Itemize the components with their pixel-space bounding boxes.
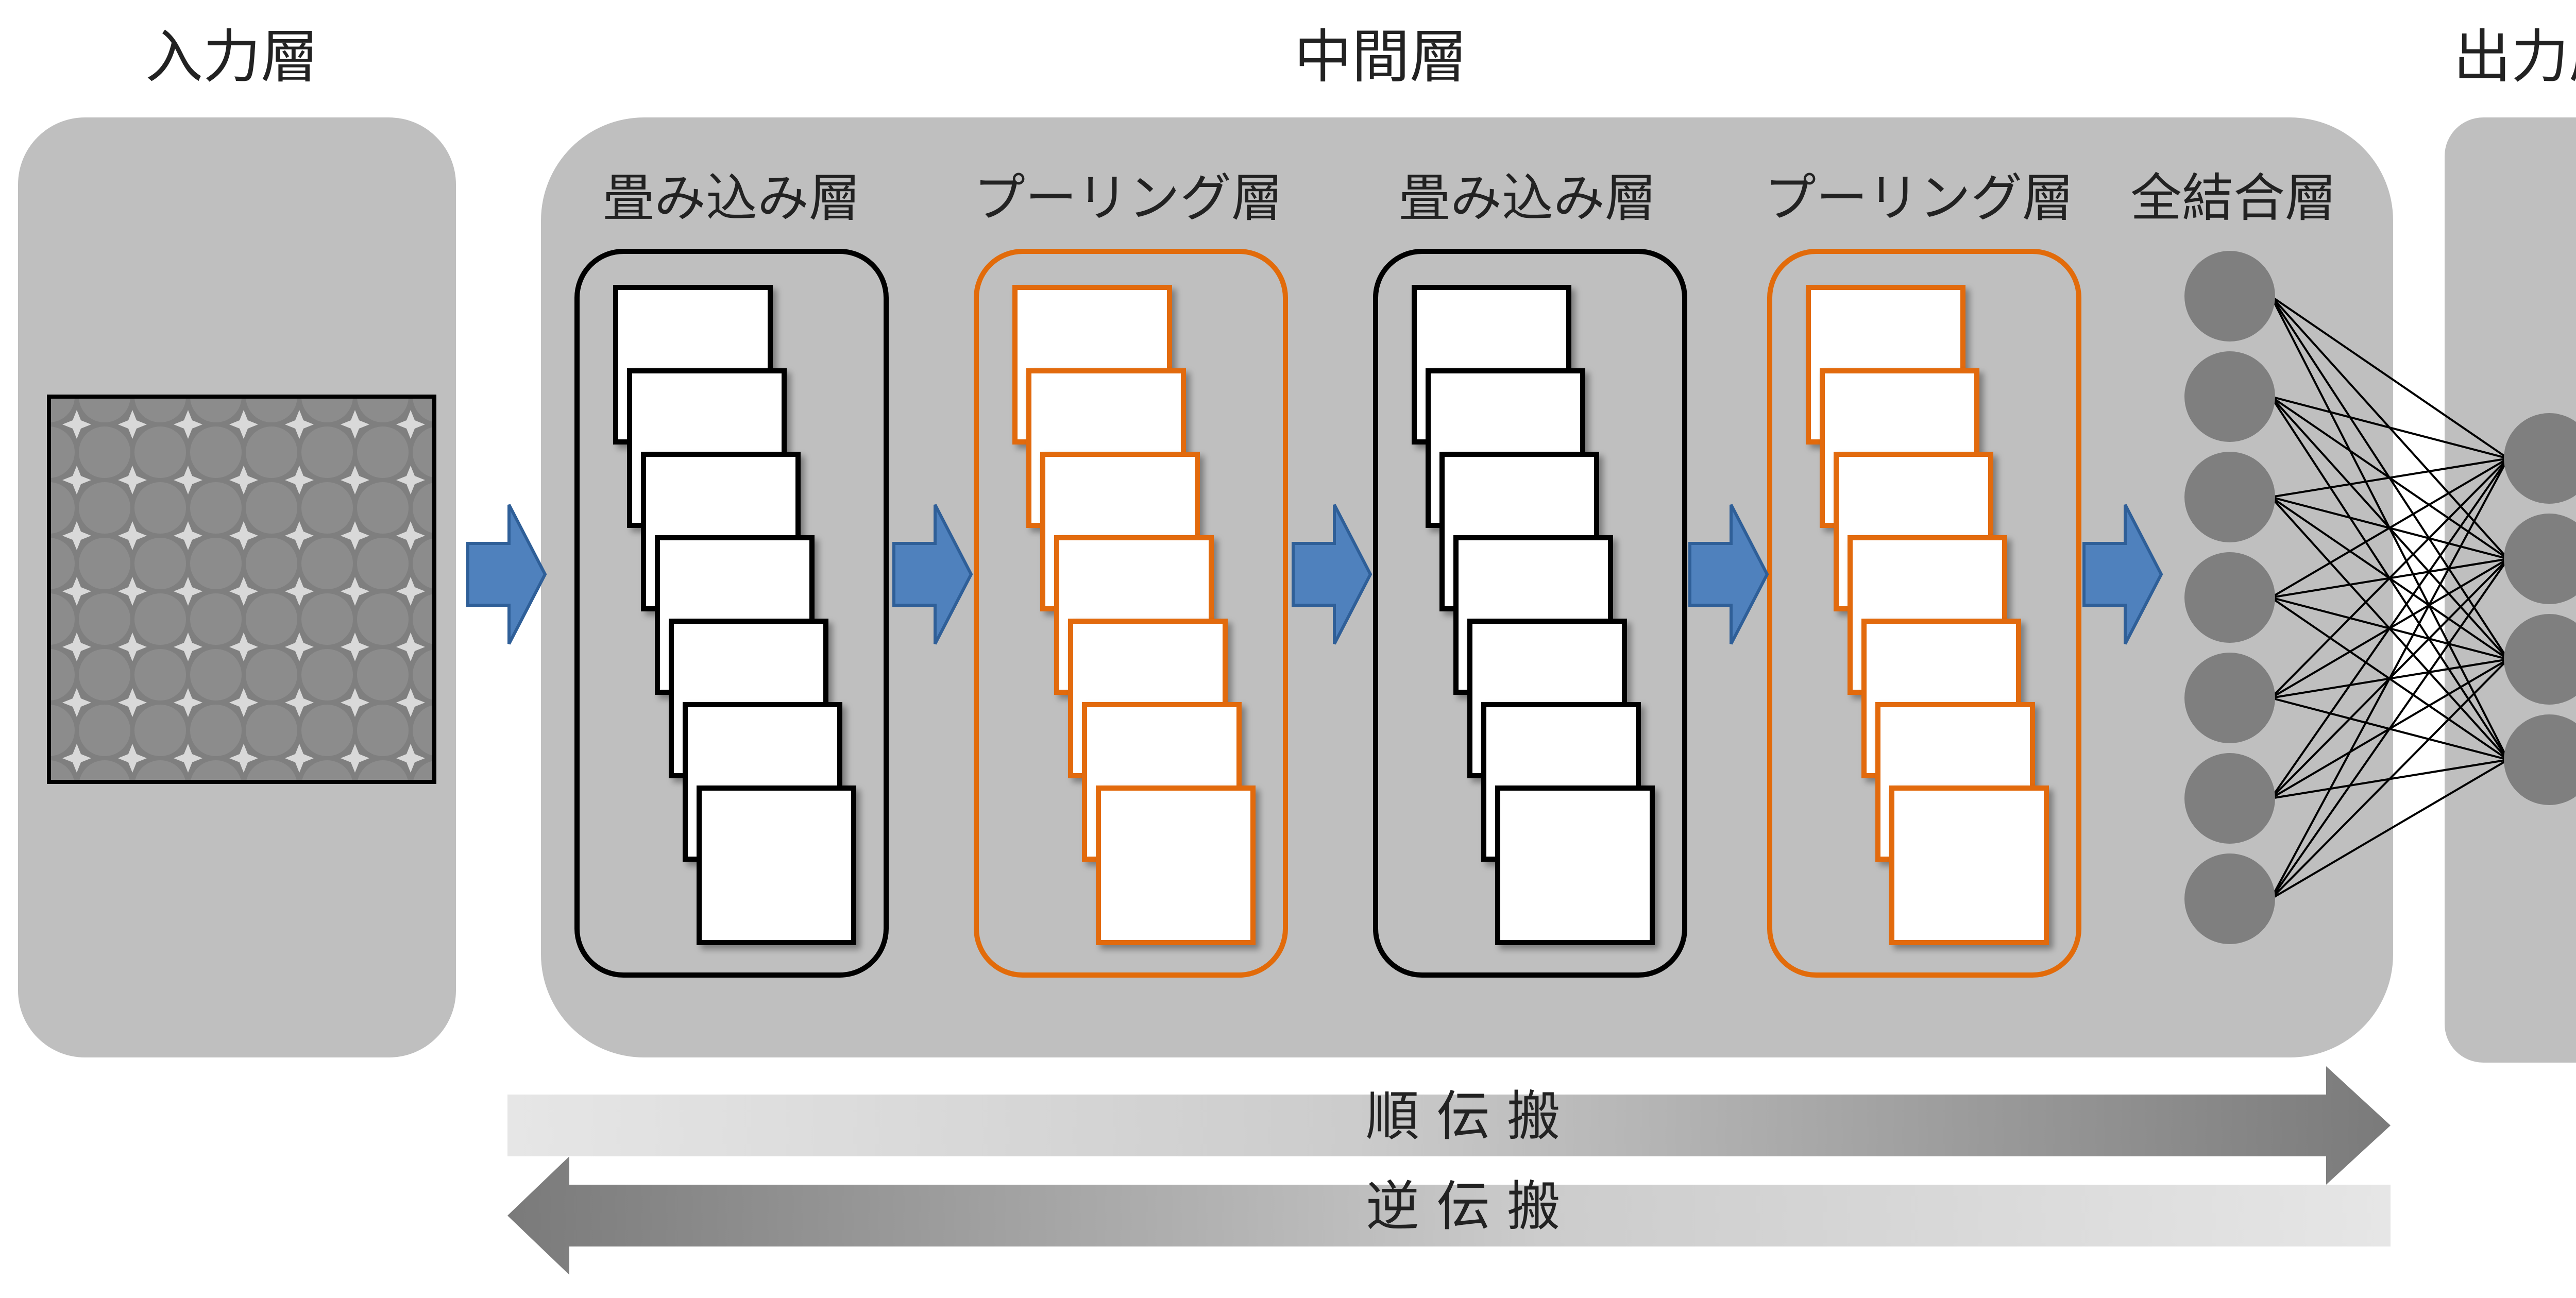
output-layer-title: 出力層 — [2453, 24, 2576, 91]
stack-conv-1 — [574, 249, 889, 978]
feature-map — [697, 785, 856, 945]
fc-node — [2184, 452, 2275, 542]
connection-line — [2270, 457, 2509, 799]
connection-line — [2270, 658, 2509, 900]
layer-label-pool-2: プーリング層 — [1765, 168, 2074, 228]
fc-node — [2184, 653, 2275, 743]
flow-arrow-5 — [2082, 504, 2163, 645]
connection-line — [2270, 457, 2509, 498]
connection-line — [2270, 396, 2509, 459]
fc-node — [2184, 753, 2275, 844]
fc-connections — [2270, 295, 2509, 900]
stack-frame — [574, 249, 889, 978]
layer-label-fc: 全結合層 — [2130, 168, 2336, 228]
connection-line — [2270, 458, 2509, 899]
flow-arrows — [466, 504, 2163, 645]
connection-line — [2270, 558, 2509, 900]
stack-frame — [974, 249, 1288, 978]
input-layer-title: 入力層 — [145, 24, 318, 91]
fc-node — [2184, 251, 2275, 341]
forward-arrow — [507, 1066, 2391, 1185]
feature-map — [1889, 785, 2049, 945]
flow-arrow-1 — [466, 504, 547, 645]
stack-pool-2 — [974, 249, 1288, 978]
connection-line — [2270, 457, 2509, 699]
flow-arrow-3 — [1292, 504, 1372, 645]
stack-frame — [1373, 249, 1687, 978]
backward-propagation-label: 逆 伝 搬 — [1365, 1175, 1561, 1238]
output-node — [2504, 413, 2576, 504]
connection-line — [2270, 457, 2509, 599]
flow-arrow-4 — [1688, 504, 1769, 645]
fc-nodes — [2184, 251, 2275, 944]
output-node — [2504, 614, 2576, 705]
fc-node — [2184, 552, 2275, 643]
input-image — [47, 395, 436, 784]
feature-map-stacks — [574, 249, 2081, 978]
fc-node — [2184, 853, 2275, 944]
output-node — [2504, 714, 2576, 805]
fc-node — [2184, 351, 2275, 442]
backward-arrow — [507, 1156, 2391, 1275]
flow-arrow-2 — [892, 504, 973, 645]
stack-pool-4 — [1767, 249, 2081, 978]
stack-conv-3 — [1373, 249, 1687, 978]
output-nodes — [2504, 413, 2576, 805]
feature-map — [1495, 785, 1655, 945]
output-panel — [2445, 117, 2576, 1063]
layer-label-pool-1: プーリング層 — [974, 168, 1283, 228]
middle-layer-title: 中間層 — [1294, 24, 1467, 91]
layer-label-conv-1: 畳み込み層 — [603, 168, 860, 228]
connection-line — [2270, 295, 2509, 459]
connection-line — [2270, 759, 2509, 900]
layer-label-conv-2: 畳み込み層 — [1399, 168, 1656, 228]
stack-frame — [1767, 249, 2081, 978]
output-node — [2504, 514, 2576, 604]
forward-propagation-label: 順 伝 搬 — [1365, 1085, 1561, 1148]
feature-map — [1096, 785, 1256, 945]
